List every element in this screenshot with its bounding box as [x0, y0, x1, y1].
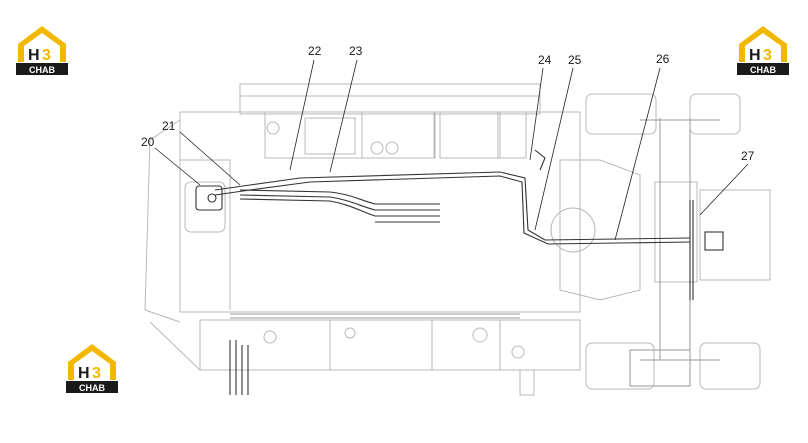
callout-22: 22	[308, 44, 322, 58]
callout-21: 21	[162, 119, 176, 133]
callout-23: 23	[349, 44, 363, 58]
brand-logo-bottom-left: H 3 CHAB	[66, 344, 118, 393]
callout-24: 24	[538, 53, 552, 67]
chassis-outline	[144, 83, 771, 396]
svg-text:H: H	[749, 47, 761, 64]
leader-lines	[154, 59, 749, 241]
logo-text: CHAB	[750, 65, 776, 75]
brand-logo-top-left: H 3 CHAB	[16, 26, 68, 75]
callout-27: 27	[741, 149, 755, 163]
svg-text:3: 3	[763, 47, 772, 64]
callout-25: 25	[568, 53, 582, 67]
logo-mark: H	[28, 47, 40, 64]
logo-text: CHAB	[79, 383, 105, 393]
hose-bundle	[195, 149, 724, 395]
svg-text:3: 3	[92, 365, 101, 382]
callout-20: 20	[141, 135, 155, 149]
callout-26: 26	[656, 52, 670, 66]
svg-text:H: H	[78, 365, 90, 382]
logo-text: CHAB	[29, 65, 55, 75]
brand-logo-top-right: H 3 CHAB	[737, 26, 789, 75]
svg-text:3: 3	[42, 47, 51, 64]
